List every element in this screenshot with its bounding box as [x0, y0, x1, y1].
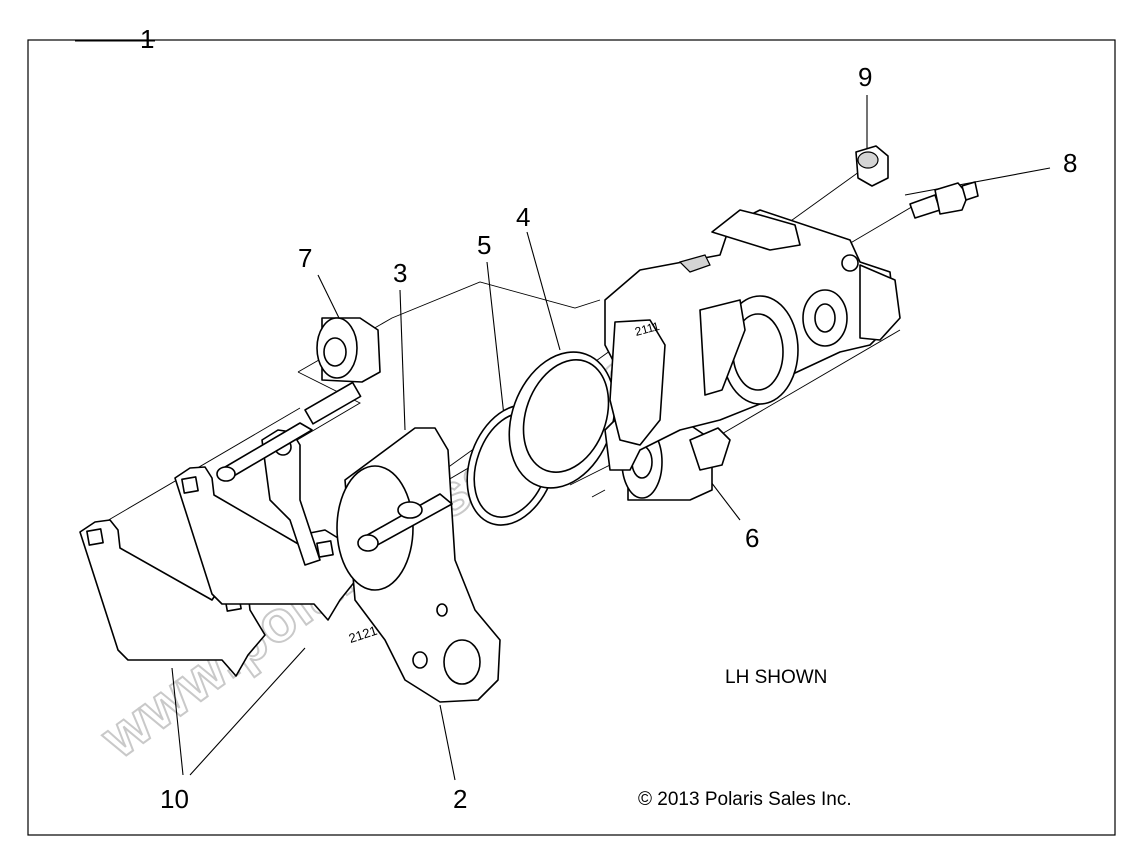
- diagram-frame: [27, 39, 1116, 836]
- slide-pin-lower: [357, 493, 453, 552]
- bracket-stamp: 2121: [347, 623, 379, 646]
- callout-3: 3: [393, 258, 407, 288]
- callout-5: 5: [477, 230, 491, 260]
- callout-7: 7: [298, 243, 312, 273]
- callout-1: 1: [140, 24, 154, 54]
- bleeder-cap: [855, 145, 889, 187]
- callout-8: 8: [1063, 148, 1077, 178]
- callout-4: 4: [516, 202, 530, 232]
- callout-9: 9: [858, 62, 872, 92]
- dust-seal: [508, 351, 616, 489]
- bleeder-screw: [909, 181, 979, 219]
- callout-6: 6: [745, 523, 759, 553]
- pin-boot-upper: [316, 317, 381, 383]
- callout-10: 10: [160, 784, 189, 814]
- brake-pad-inner: [174, 466, 357, 621]
- callout-2: 2: [453, 784, 467, 814]
- caliper-body: 2111: [604, 209, 901, 471]
- slide-pin-upper: [216, 381, 362, 482]
- copyright-note: © 2013 Polaris Sales Inc.: [638, 789, 852, 810]
- caliper-bracket: 2121: [336, 427, 501, 703]
- lh-shown-note: LH SHOWN: [725, 667, 827, 688]
- caliper-stamp: 2111: [633, 319, 661, 339]
